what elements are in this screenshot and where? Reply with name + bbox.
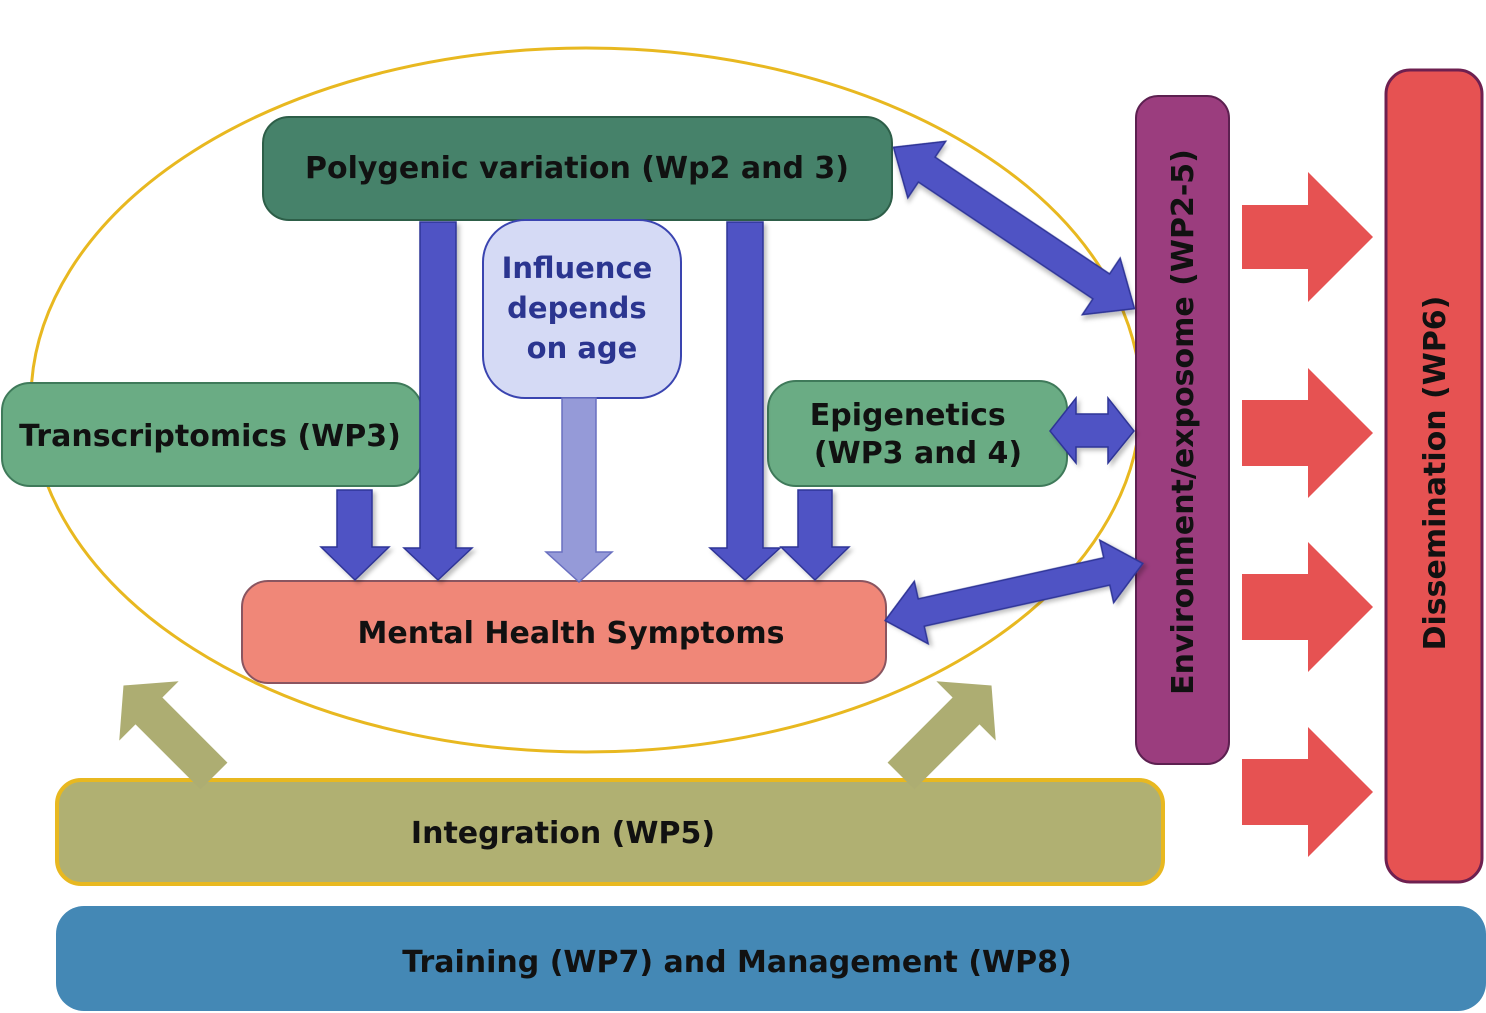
integration-right-up-arrow [887,681,996,790]
transcriptomics-label: Transcriptomics (WP3) [19,419,401,454]
influence-age-line-1: Influence [502,251,653,285]
epigenetics-label: Epigenetics (WP3 and 4) [810,398,1022,471]
transcriptomics-down-arrow [319,489,391,582]
polygenic-right-down-arrow [708,221,782,582]
influence-age-line-2: depends [507,291,647,325]
epigenetics-down-arrow [779,489,851,582]
polygenic-left-down-arrow [402,221,474,582]
epigenetics-line-2: (WP3 and 4) [814,436,1022,471]
influence-age-label: Influence depends on age [502,251,663,365]
environment-dissemination-arrow-1 [1242,172,1373,302]
dissemination-box [1384,68,1484,884]
polygenic-variation-label: Polygenic variation (Wp2 and 3) [305,151,849,186]
integration-left-up-arrow [119,681,228,790]
mental-health-label: Mental Health Symptoms [358,616,785,651]
environment-dissemination-arrow-2 [1242,368,1373,498]
integration-box [55,778,1165,886]
training-management-label: Training (WP7) and Management (WP8) [402,945,1071,980]
training-management-box [56,906,1486,1011]
environment-box [1135,95,1230,765]
polygenic-environment-double-arrow [892,140,1136,316]
environment-label: Environment/exposome (WP2-5) [1166,149,1201,695]
environment-dissemination-arrow-4 [1242,727,1373,857]
influence-age-down-arrow [544,397,614,584]
epigenetics-line-1: Epigenetics [810,398,1006,433]
mental-health-environment-double-arrow [884,538,1144,646]
environment-dissemination-arrow-3 [1242,542,1373,672]
influence-age-line-3: on age [527,331,638,365]
integration-label: Integration (WP5) [411,816,715,851]
epigenetics-environment-double-arrow [1049,395,1135,466]
mental-health-box [241,580,887,684]
dissemination-label: Dissemination (WP6) [1418,296,1453,651]
